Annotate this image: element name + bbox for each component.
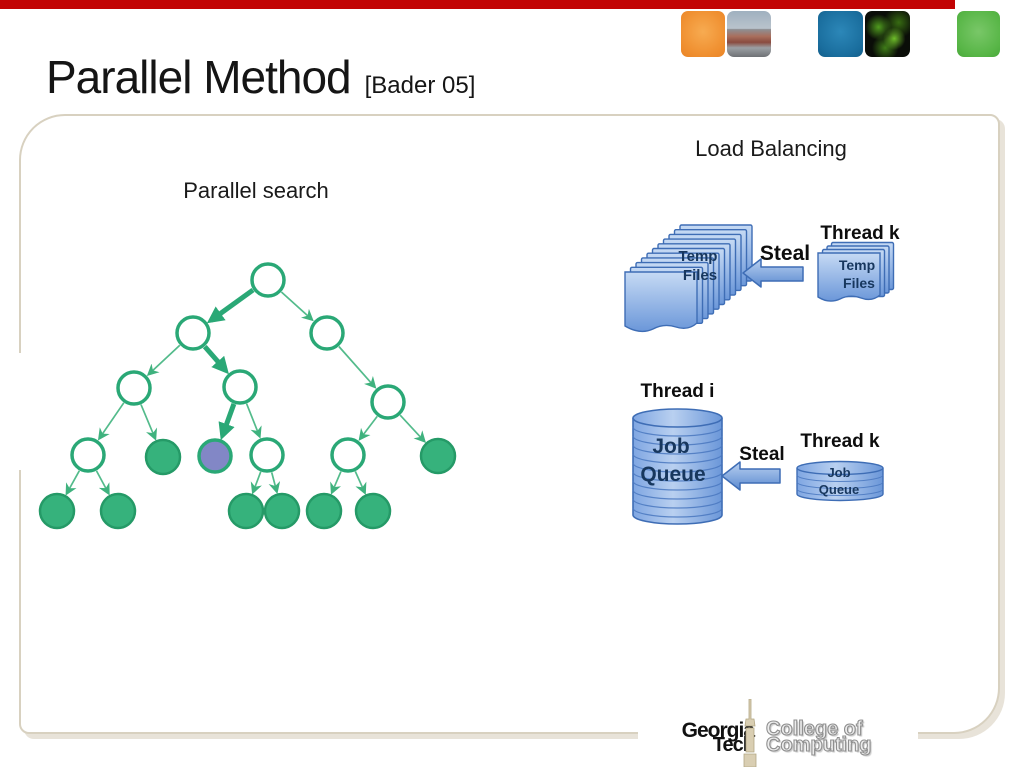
georgia-wordmark: Georgia [681,719,755,742]
tree-edge [146,344,181,377]
job-queue-small-label-2: Queue [819,482,859,497]
load-balancing-label: Load Balancing [695,136,847,161]
parallel-search-label: Parallel search [183,178,329,203]
tree-node [222,369,258,405]
tree-edge [250,471,262,495]
blue-tile-icon [818,11,863,57]
georgia-tech-logo: Georgia Tech College of Computing [638,697,918,768]
temp-files-stack-large [624,224,753,333]
steal-arrow-bottom [721,461,781,491]
tree-edge [65,470,81,496]
tree-node-filled [227,492,265,530]
temp-files-large-label-1: Temp [679,248,718,265]
thread-i-label: Thread i [640,381,715,402]
orange-tile-icon [681,11,725,57]
steal-arrow-top [742,258,804,288]
steal-label-bottom: Steal [739,444,785,465]
page-title: Parallel Method [46,51,352,103]
title-citation: [Bader 05] [364,72,476,99]
tree-node-filled [38,492,76,530]
tree-edge [399,414,427,444]
job-queue-small-label-1: Job [827,465,850,480]
search-path-arrow [206,287,255,324]
tree-node [370,384,406,420]
tree-node [175,315,211,351]
college-of-line: College of [765,718,863,740]
computing-line: Computing [765,734,872,756]
tree-edge [245,403,262,439]
tree-edge [330,471,342,495]
tree-edge [268,472,281,495]
job-queue-cylinder-small: Job Queue [796,460,884,502]
tree-node-filled [305,492,343,530]
tree-nodes [38,262,457,530]
tree-edge [280,291,314,322]
thread-k-label-top: Thread k [820,223,900,244]
search-path [202,287,255,441]
tree-edge [97,402,125,441]
steal-label-top: Steal [759,242,811,265]
job-queue-large-label-2: Queue [640,463,705,486]
network-photo-icon [865,11,910,57]
title-row: Parallel Method [Bader 05] [46,50,475,104]
job-queue-diagram: Job Queue Job Queue [632,408,884,525]
tree-node-filled [99,492,137,530]
tree-node [70,437,106,473]
temp-files-stack-small [817,241,895,302]
tree-edge [338,345,377,389]
tree-node-current [197,438,233,474]
tree-edges [65,291,427,496]
temp-files-large-label-2: Files [683,267,717,284]
tree-edge [358,415,378,441]
tree-edge [95,470,110,496]
tree-node-filled [144,438,182,476]
temp-files-small-label-1: Temp [839,257,875,273]
thread-k-label-bottom: Thread k [800,431,880,452]
tech-tower-icon [743,699,757,767]
tree-node-filled [354,492,392,530]
tech-wordmark: Tech [712,734,755,756]
top-accent-bar [0,0,955,9]
campus-photo-icon [727,11,771,57]
tree-node-filled [419,437,457,475]
tree-edge [140,404,158,441]
tree-node [250,262,286,298]
temp-files-small-label-2: Files [843,275,875,291]
tree-node [116,370,152,406]
georgia-tech-wordmark: Georgia Tech [656,719,755,756]
job-queue-large-label-1: Job [652,435,689,458]
job-queue-cylinder-large: Job Queue [632,408,723,525]
college-of-computing-wordmark: College of Computing [765,718,872,756]
tree-node [249,437,285,473]
tree-node-filled [263,492,301,530]
content-panel [19,114,1000,734]
parallel-search-tree-diagram [38,262,457,530]
green-tile-icon [957,11,1000,57]
tree-node [309,315,345,351]
temp-files-diagram: Temp Files Temp Files [624,224,895,333]
search-path-arrow [202,344,229,375]
tree-node [330,437,366,473]
tree-edge [354,471,367,495]
search-path-arrow [218,403,237,441]
border-gap-patch [16,353,26,470]
